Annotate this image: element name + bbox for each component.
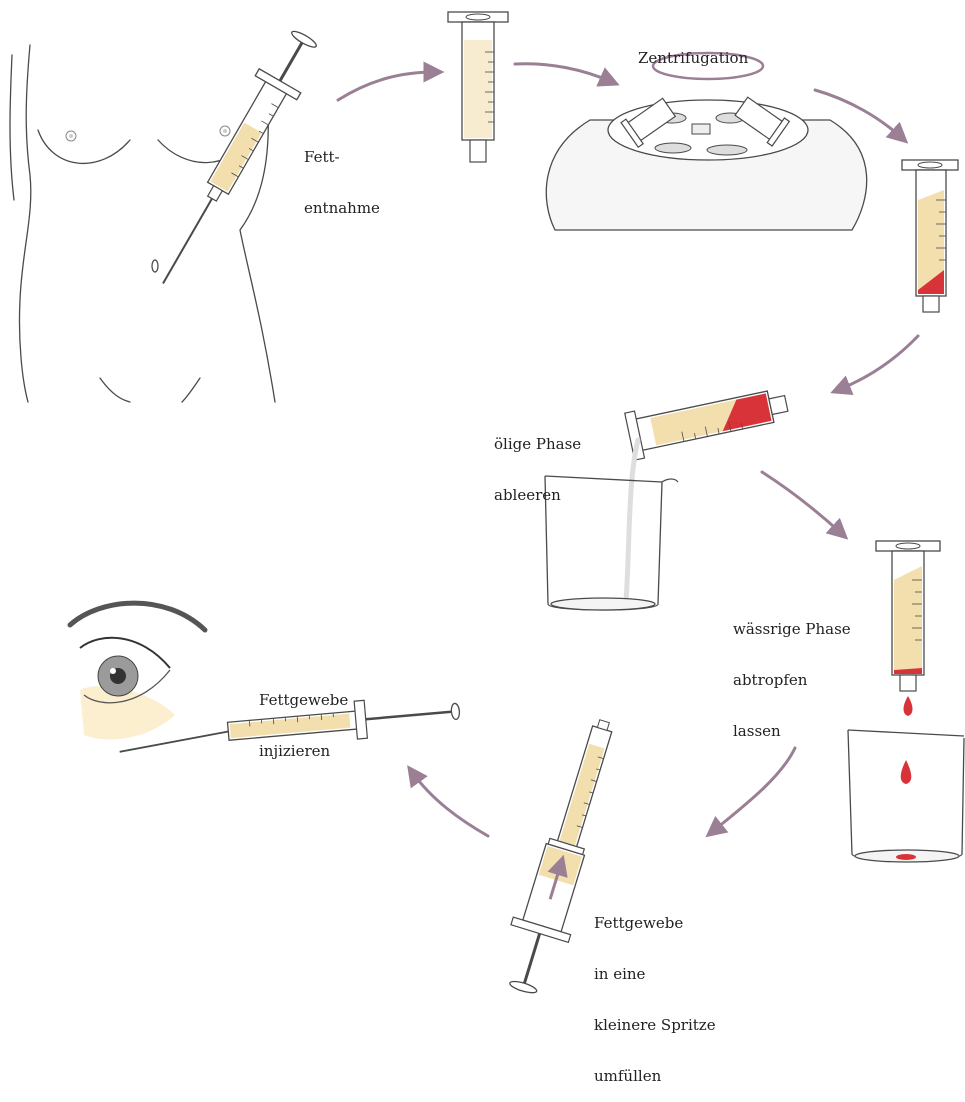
harvest-syringe-icon — [142, 24, 327, 296]
oil-stream — [626, 440, 638, 602]
dripping-syringe-icon — [876, 541, 940, 716]
label-oily-phase: ölige Phase ableeren — [494, 402, 581, 521]
arrow-step-5 — [762, 472, 842, 534]
centrifuge-icon — [546, 94, 866, 230]
label-transfer: Fettgewebe in eine kleinere Spritze umfü… — [594, 881, 716, 1102]
arrow-step-6 — [712, 748, 795, 832]
arrow-step-4 — [838, 336, 918, 390]
pouring-syringe-icon — [625, 380, 791, 460]
label-aqueous-phase: wässrige Phase abtropfen lassen — [733, 587, 851, 757]
nipple-left-icon — [66, 131, 76, 141]
arrow-step-1 — [338, 72, 436, 100]
label-centrifugation: Zentrifugation — [638, 16, 748, 84]
nipple-right-icon — [220, 126, 230, 136]
arrow-step-7 — [412, 772, 488, 836]
arrow-step-2 — [515, 64, 612, 82]
label-inject: Fettgewebe injizieren — [259, 658, 348, 777]
liposuction-fat-transfer-diagram: Fett- entnahme Zentrifugation ölige Phas… — [0, 0, 965, 1013]
separated-syringe-icon — [902, 160, 958, 312]
torso-figure — [10, 45, 275, 402]
eye-icon — [70, 603, 205, 739]
filled-syringe-icon — [448, 12, 508, 162]
beaker-water-icon — [848, 730, 964, 862]
label-fat-harvest: Fett- entnahme — [304, 115, 380, 234]
process-illustration — [0, 0, 965, 1013]
